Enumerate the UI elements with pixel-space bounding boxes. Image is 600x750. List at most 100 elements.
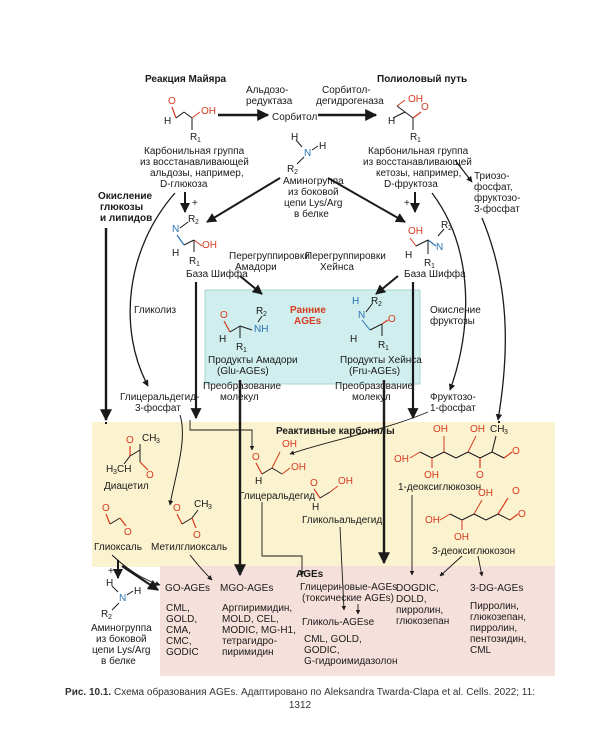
svg-text:NH: NH xyxy=(254,324,268,335)
glycol-ages-item: CML, GOLD, xyxy=(304,634,362,645)
svg-text:OH: OH xyxy=(394,454,409,465)
dg3-ages-item: глюкозепан, xyxy=(470,612,526,623)
svg-text:O: O xyxy=(124,527,132,538)
arrow-dg3-to-3dgages xyxy=(477,555,484,577)
svg-text:OH: OH xyxy=(433,424,448,435)
svg-text:OH: OH xyxy=(201,106,216,117)
amadori-products-label: (Glu-AGEs) xyxy=(217,366,269,377)
aldose-reductase-label: Альдозо- xyxy=(246,85,288,96)
schiff-right-label: База Шиффа xyxy=(404,268,466,280)
arrow-ga3p-to-glyceraldehyde xyxy=(189,420,255,451)
go-ages-item: GODIC xyxy=(166,647,199,658)
svg-text:R: R xyxy=(441,220,448,231)
svg-text:3: 3 xyxy=(113,469,117,476)
svg-text:O: O xyxy=(388,314,396,325)
glycol-ages-item: G-гидроимидазолон xyxy=(304,656,397,667)
aldose-carbonyl-text: из восстанавливающей xyxy=(140,157,249,168)
svg-text:N: N xyxy=(172,224,179,235)
aldose-reductase-label: редуктаза xyxy=(246,96,293,107)
svg-text:OH: OH xyxy=(202,240,217,251)
arrow-schiff-left-early xyxy=(239,275,263,295)
svg-text:1: 1 xyxy=(417,137,421,144)
svg-text:H: H xyxy=(106,464,113,475)
svg-text:R: R xyxy=(256,306,263,317)
amino-bottom-text: цепи Lys/Arg xyxy=(92,645,151,656)
svg-text:R: R xyxy=(190,132,197,143)
amadori-rearr-label: Амадори xyxy=(235,262,277,273)
amino-top-text: Аминогруппа xyxy=(283,176,344,187)
go-ages-item: CMC, xyxy=(166,636,192,647)
svg-text:H: H xyxy=(106,578,113,589)
ketose-carbonyl-text: кетозы, например, xyxy=(376,168,461,179)
arrow-glyoxal-to-goages-2 xyxy=(121,565,159,591)
svg-text:O: O xyxy=(421,102,429,113)
svg-text:O: O xyxy=(173,503,181,514)
caption-label: Рис. 10.1. xyxy=(65,687,112,698)
svg-text:O: O xyxy=(512,446,520,457)
svg-text:CH: CH xyxy=(142,433,156,444)
svg-text:2: 2 xyxy=(378,301,382,308)
svg-text:O: O xyxy=(220,310,228,321)
svg-text:O: O xyxy=(310,478,318,489)
svg-text:O: O xyxy=(193,530,201,541)
heyns-rearr-label: Перегруппировки xyxy=(305,251,386,262)
sorbitol-label: Сорбитол xyxy=(272,111,317,123)
svg-text:R: R xyxy=(371,296,378,307)
svg-text:CH: CH xyxy=(490,424,504,435)
svg-text:O: O xyxy=(252,452,260,463)
mgo-ages-item: пиримидин xyxy=(222,647,274,658)
f1p-label: 1-фосфат xyxy=(430,402,476,414)
svg-text:+: + xyxy=(108,566,114,577)
ages-panel xyxy=(160,566,555,676)
svg-text:H: H xyxy=(405,250,412,261)
amino-top-text: в белке xyxy=(294,208,329,220)
reactive-carbonyls-title: Реактивные карбонилы xyxy=(276,425,395,437)
svg-text:OH: OH xyxy=(454,532,469,543)
mgo-ages-item: Аргпиримидин, xyxy=(222,603,292,614)
arrow-methylglyoxal-to-mgoages xyxy=(189,554,213,581)
svg-text:H: H xyxy=(352,296,359,307)
figure-caption: Рис. 10.1. Схема образования AGEs. Адапт… xyxy=(60,686,540,712)
svg-text:3: 3 xyxy=(504,429,508,436)
mgo-ages-title: MGO-AGEs xyxy=(220,583,273,594)
glyceraldehyde-structure: O OH OH H xyxy=(252,439,306,487)
glycolysis-label: Гликолиз xyxy=(134,305,177,316)
dg3-ages-title: 3-DG-AGEs xyxy=(470,583,523,594)
svg-text:O: O xyxy=(168,96,176,107)
dogdic-item: DOLD, xyxy=(396,594,427,605)
arrow-triose-to-reactive xyxy=(481,217,506,421)
maillard-title: Реакция Майяра xyxy=(145,74,227,85)
mol-transform-left: Преобразование xyxy=(203,380,282,392)
svg-text:R: R xyxy=(236,342,243,353)
mol-transform-right: Преобразование xyxy=(335,380,414,392)
triose-label: 3-фосфат xyxy=(474,203,520,215)
fructose-oxidation-label: фруктозы xyxy=(430,315,475,327)
go-ages-item: CMA, xyxy=(166,625,191,636)
reactive-carbonyls-panel xyxy=(92,422,555,567)
amino-top-text: из боковой xyxy=(288,186,339,198)
svg-text:OH: OH xyxy=(282,439,297,450)
svg-text:O: O xyxy=(512,486,520,497)
polyol-title: Полиоловый путь xyxy=(377,74,467,85)
arrow-aldose-to-ga3p xyxy=(129,192,176,387)
dogdic-item: глюкозепан xyxy=(396,616,449,627)
svg-text:R: R xyxy=(189,256,196,267)
svg-text:2: 2 xyxy=(108,614,112,621)
svg-text:R: R xyxy=(424,258,431,269)
svg-text:2: 2 xyxy=(448,225,452,232)
svg-text:+: + xyxy=(404,198,410,209)
svg-text:N: N xyxy=(304,148,311,159)
ketose-carbonyl-text: из восстанавливающей xyxy=(363,157,472,168)
fructose-oxidation-label: Окисление xyxy=(430,305,481,316)
svg-text:OH: OH xyxy=(478,488,493,499)
dogdic-item: пирролин, xyxy=(396,605,443,616)
amino-bottom-text: Аминогруппа xyxy=(91,623,152,634)
